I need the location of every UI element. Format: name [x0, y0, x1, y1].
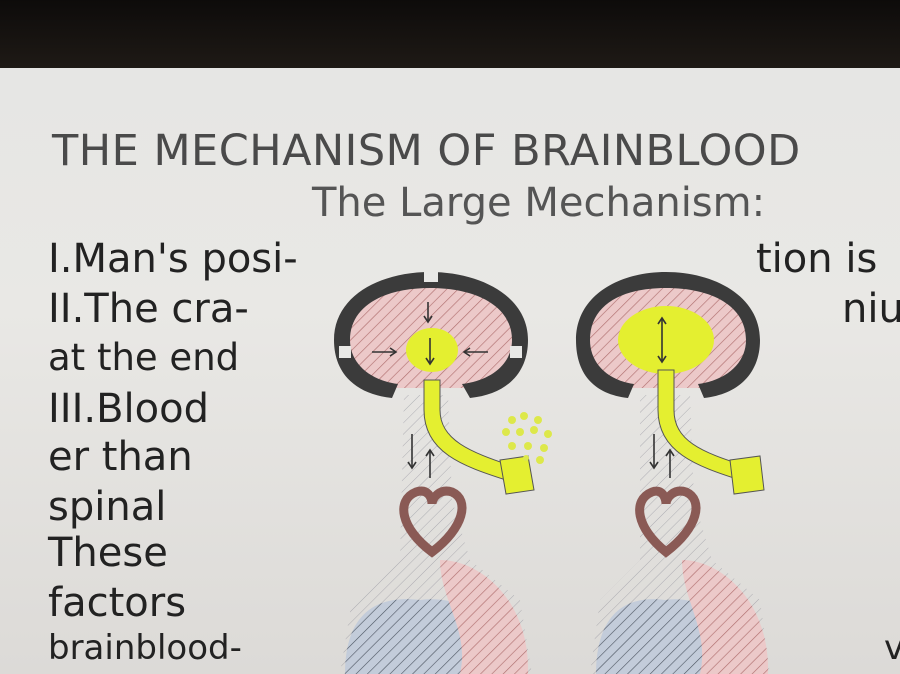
left-text-line-6: spinal	[48, 484, 167, 530]
left-text-line-3: at the end	[48, 336, 240, 379]
right-heart	[635, 486, 701, 558]
background-dark-top	[0, 0, 900, 70]
left-csf-dots	[502, 412, 552, 464]
right-figure	[576, 272, 770, 674]
left-lower-pink	[440, 560, 529, 674]
left-text-line-7: These	[48, 530, 168, 576]
left-text-line-4: III.Blood	[48, 386, 209, 432]
left-skull-gap-right	[510, 346, 522, 358]
right-spinal-root	[729, 455, 765, 495]
left-text-line-5: er than	[48, 434, 193, 480]
right-text-line-3: v	[884, 628, 900, 668]
right-csf	[618, 306, 714, 374]
left-text-line-2: II.The cra-	[48, 286, 249, 332]
left-figure	[334, 272, 552, 674]
right-text-line-2: niu	[842, 286, 900, 332]
left-spinal-root	[499, 455, 535, 495]
left-heart	[399, 486, 467, 558]
poster-title: THE MECHANISM OF BRAINBLOOD	[52, 126, 801, 176]
right-text-line-1: tion is	[756, 236, 878, 282]
left-arrows	[372, 302, 488, 478]
left-skull-gap-top	[424, 272, 438, 282]
left-text-line-8: factors	[48, 580, 187, 626]
left-csf	[406, 328, 458, 372]
right-lower-pink	[682, 560, 769, 674]
left-skull-gap-left	[339, 346, 351, 358]
left-text-line-1: I.Man's posi-	[48, 236, 298, 282]
left-text-line-9: brainblood-	[48, 628, 242, 668]
right-arrows	[649, 316, 675, 478]
poster-subtitle: The Large Mechanism:	[312, 180, 766, 226]
